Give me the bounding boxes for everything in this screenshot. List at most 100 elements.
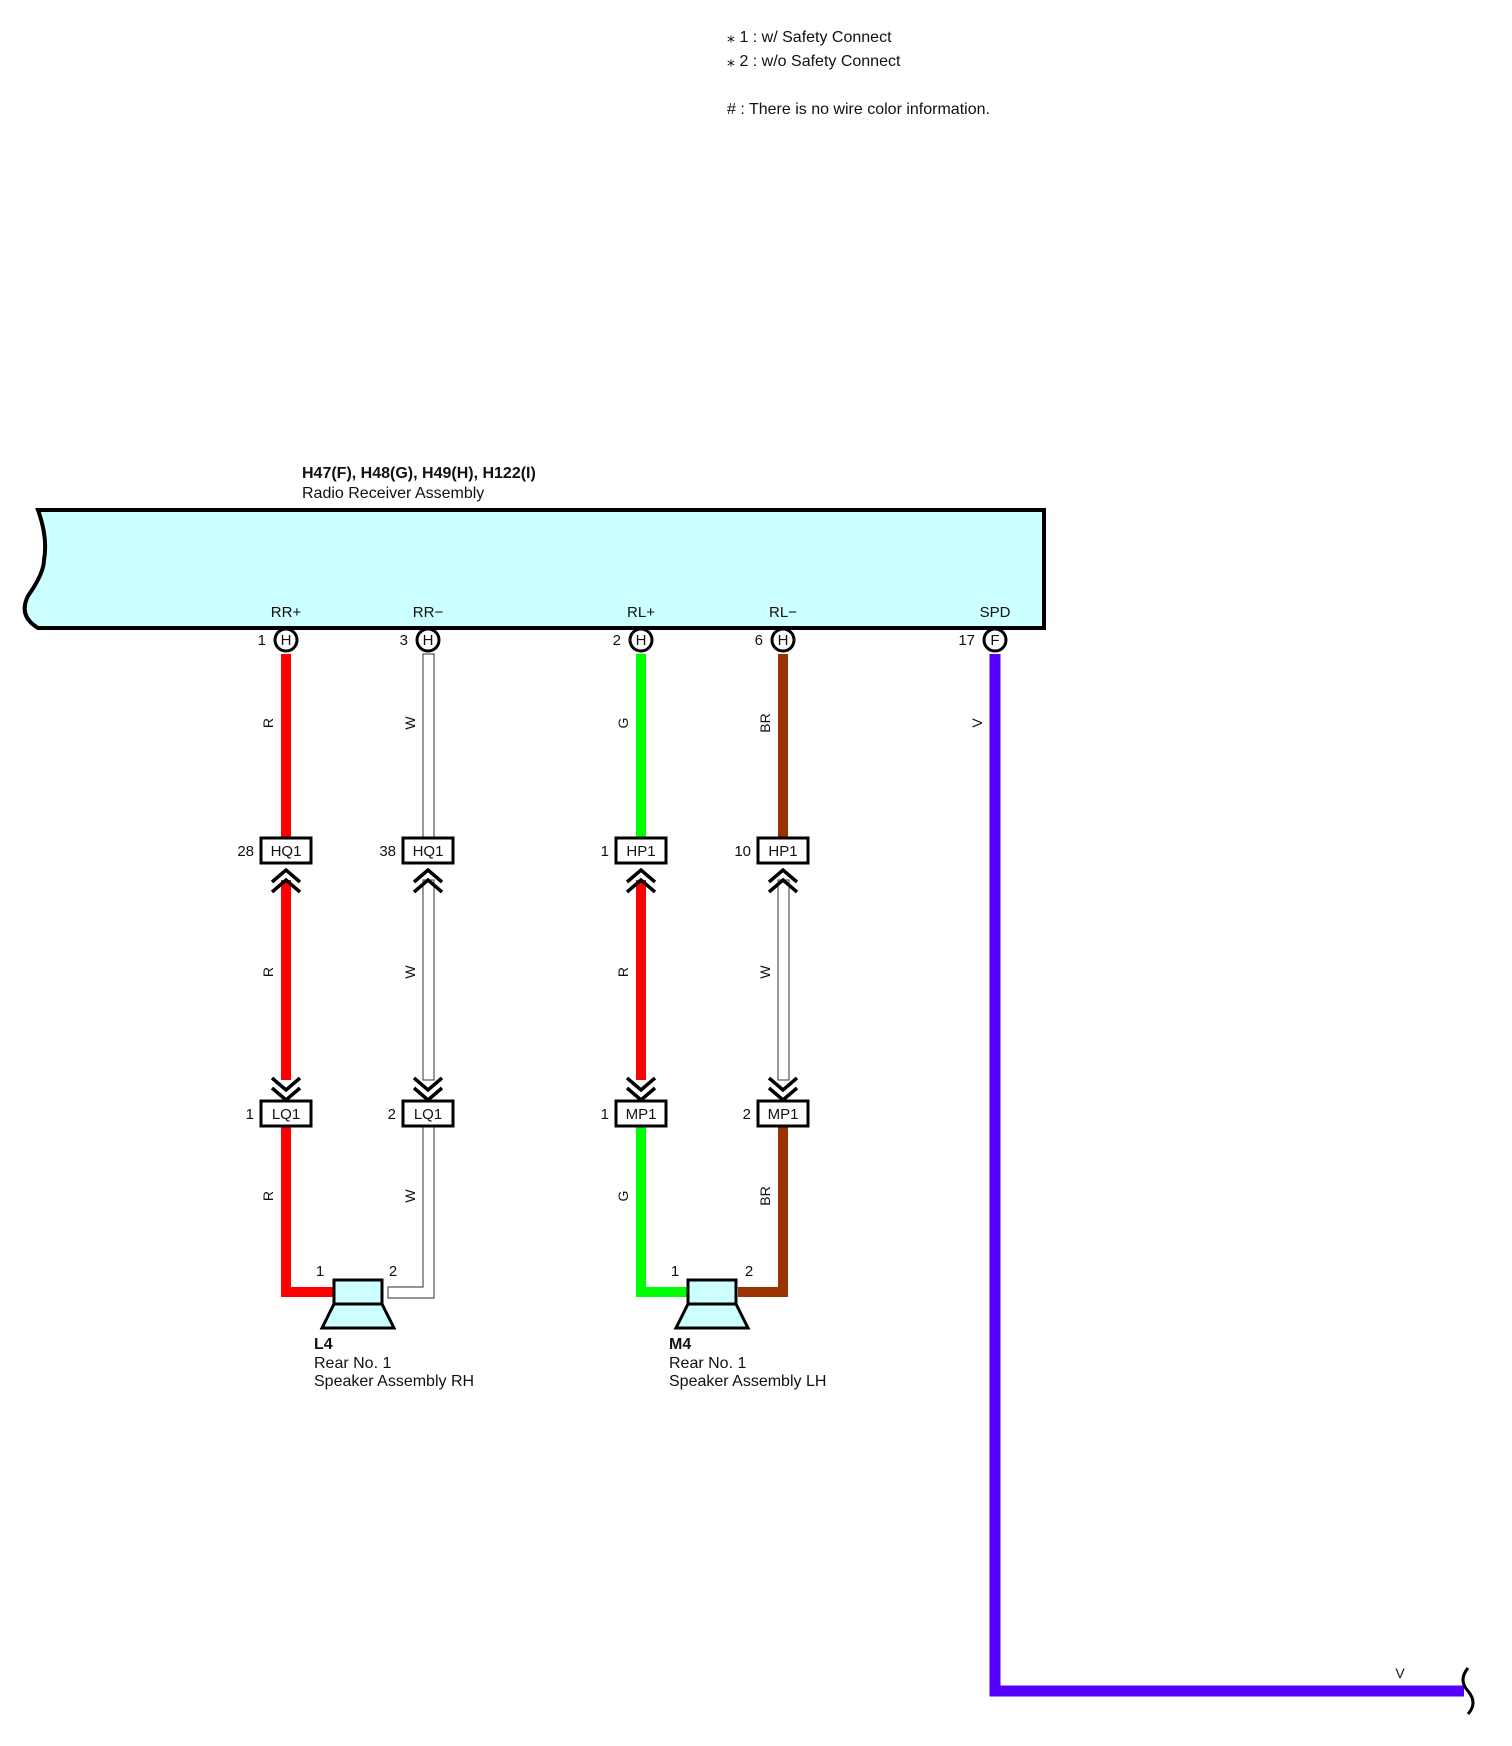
- connector-mp1-right: [756, 1099, 810, 1128]
- terminal-label-spd: SPD: [980, 604, 1011, 621]
- wire-color-label: BR: [757, 1186, 773, 1205]
- chevron-down-icon: [767, 1076, 799, 1103]
- wire-color-label: V: [1395, 1665, 1405, 1681]
- terminal-pin-number: 17: [958, 632, 975, 649]
- note-without-safety-connect: ⁎ 2 : w/o Safety Connect: [727, 53, 901, 70]
- connector-hp1-upper-right: [756, 836, 810, 865]
- wire-segment: [738, 1124, 788, 1297]
- upper-inline-connectors: HQ1 28 HQ1 38 HP1 1 HP1 10: [237, 836, 810, 894]
- wire-color-label: W: [402, 965, 418, 979]
- wire-segment: [636, 1124, 690, 1297]
- wire-color-label: W: [402, 1189, 418, 1203]
- terminal-connector-id: H: [778, 632, 789, 649]
- connector-name: HQ1: [271, 843, 302, 860]
- terminal-connector-id: H: [636, 632, 647, 649]
- connector-pin-number: 28: [237, 843, 254, 860]
- note-safety-connect: ⁎ 1 : w/ Safety Connect: [727, 29, 892, 46]
- connector-name: HP1: [768, 843, 797, 860]
- wire-segment: [989, 654, 1464, 1697]
- wire-color-label: V: [969, 718, 985, 728]
- connector-name: LQ1: [272, 1106, 300, 1123]
- terminal-pin-number: 6: [755, 632, 763, 649]
- wire-color-label: BR: [757, 713, 773, 732]
- connector-hq1-upper-left: [259, 836, 313, 865]
- chevron-up-icon: [412, 867, 444, 894]
- connector-name: MP1: [626, 1106, 657, 1123]
- speaker-name-line1: Rear No. 1: [314, 1355, 391, 1372]
- terminal-connector-id: F: [990, 632, 999, 649]
- wire-color-label: R: [260, 1191, 276, 1201]
- speaker-code: M4: [669, 1336, 691, 1353]
- lower-inline-connectors: LQ1 1 LQ1 2 MP1 1 MP1 2: [246, 1076, 810, 1128]
- terminal-circle: [415, 627, 441, 653]
- connector-name: HP1: [626, 843, 655, 860]
- terminal-circle: [273, 627, 299, 653]
- connector-name: MP1: [768, 1106, 799, 1123]
- wire-break-mark: [1461, 1667, 1475, 1716]
- wire-rr-minus: [387, 653, 435, 1299]
- connector-name: HQ1: [413, 843, 444, 860]
- wire-color-label: W: [757, 965, 773, 979]
- connector-lq1-right: [401, 1099, 455, 1128]
- terminal-connector-id: H: [423, 632, 434, 649]
- speaker-pin-2: 2: [745, 1263, 753, 1280]
- chevron-up-icon: [625, 867, 657, 894]
- radio-receiver-assembly: [22, 508, 1046, 630]
- terminal-connector-id: H: [281, 632, 292, 649]
- connector-pin-number: 38: [379, 843, 396, 860]
- chevron-up-icon: [767, 867, 799, 894]
- terminal-label-rr-plus: RR+: [271, 604, 302, 621]
- terminal-circle: [628, 627, 654, 653]
- speaker-code: L4: [314, 1336, 333, 1353]
- wire-spd: [989, 654, 1475, 1716]
- wire-segment: [777, 879, 790, 1081]
- connector-mp1-left: [614, 1099, 668, 1128]
- connector-pin-number: 1: [601, 843, 609, 860]
- connector-pin-number: 10: [734, 843, 751, 860]
- wire-rl-plus: [636, 654, 690, 1297]
- chevron-down-icon: [270, 1076, 302, 1103]
- connector-hp1-upper-left: [614, 836, 668, 865]
- chevron-up-icon: [270, 867, 302, 894]
- terminal-pin-number: 2: [613, 632, 621, 649]
- speaker-pin-2: 2: [389, 1263, 397, 1280]
- speaker-cone: [319, 1302, 397, 1330]
- wire-color-label: G: [615, 1191, 631, 1202]
- receiver-name: Radio Receiver Assembly: [302, 485, 484, 502]
- speaker-icon: [686, 1278, 738, 1306]
- speaker-name-line2: Speaker Assembly LH: [669, 1373, 826, 1390]
- speaker-l4: 1 2 L4 Rear No. 1 Speaker Assembly RH: [314, 1263, 474, 1390]
- chevron-down-icon: [412, 1076, 444, 1103]
- receiver-connector-codes: H47(F), H48(G), H49(H), H122(I): [302, 465, 536, 482]
- connector-pin-number: 1: [246, 1106, 254, 1123]
- receiver-terminals: H 1 H 3 H 2 H 6 F 17: [258, 627, 1008, 653]
- connector-lq1-left: [259, 1099, 313, 1128]
- connector-hq1-upper-right: [401, 836, 455, 865]
- chevron-down-icon: [625, 1076, 657, 1103]
- terminal-circle: [770, 627, 796, 653]
- terminal-pin-number: 3: [400, 632, 408, 649]
- wire-color-label: G: [615, 718, 631, 729]
- wire-segment: [281, 1124, 336, 1297]
- connector-pin-number: 1: [601, 1106, 609, 1123]
- wire-color-label: R: [260, 718, 276, 728]
- terminal-pin-number: 1: [258, 632, 266, 649]
- speaker-m4: 1 2 M4 Rear No. 1 Speaker Assembly LH: [669, 1263, 826, 1390]
- speaker-icon: [332, 1278, 384, 1306]
- wire-color-labels: R R R W W W G R G BR W BR V V: [260, 713, 1405, 1681]
- wire-color-label: R: [615, 967, 631, 977]
- note-no-wire-color: # : There is no wire color information.: [727, 101, 990, 118]
- speaker-cone: [673, 1302, 751, 1330]
- speaker-pin-1: 1: [671, 1263, 679, 1280]
- terminal-label-rl-plus: RL+: [627, 604, 655, 621]
- speaker-pin-1: 1: [316, 1263, 324, 1280]
- connector-pin-number: 2: [743, 1106, 751, 1123]
- wire-color-label: W: [402, 716, 418, 730]
- wire-rr-plus: [281, 654, 336, 1297]
- terminal-label-rl-minus: RL−: [769, 604, 797, 621]
- connector-name: LQ1: [414, 1106, 442, 1123]
- speaker-name-line2: Speaker Assembly RH: [314, 1373, 474, 1390]
- wire-segment: [422, 653, 435, 841]
- connector-pin-number: 2: [388, 1106, 396, 1123]
